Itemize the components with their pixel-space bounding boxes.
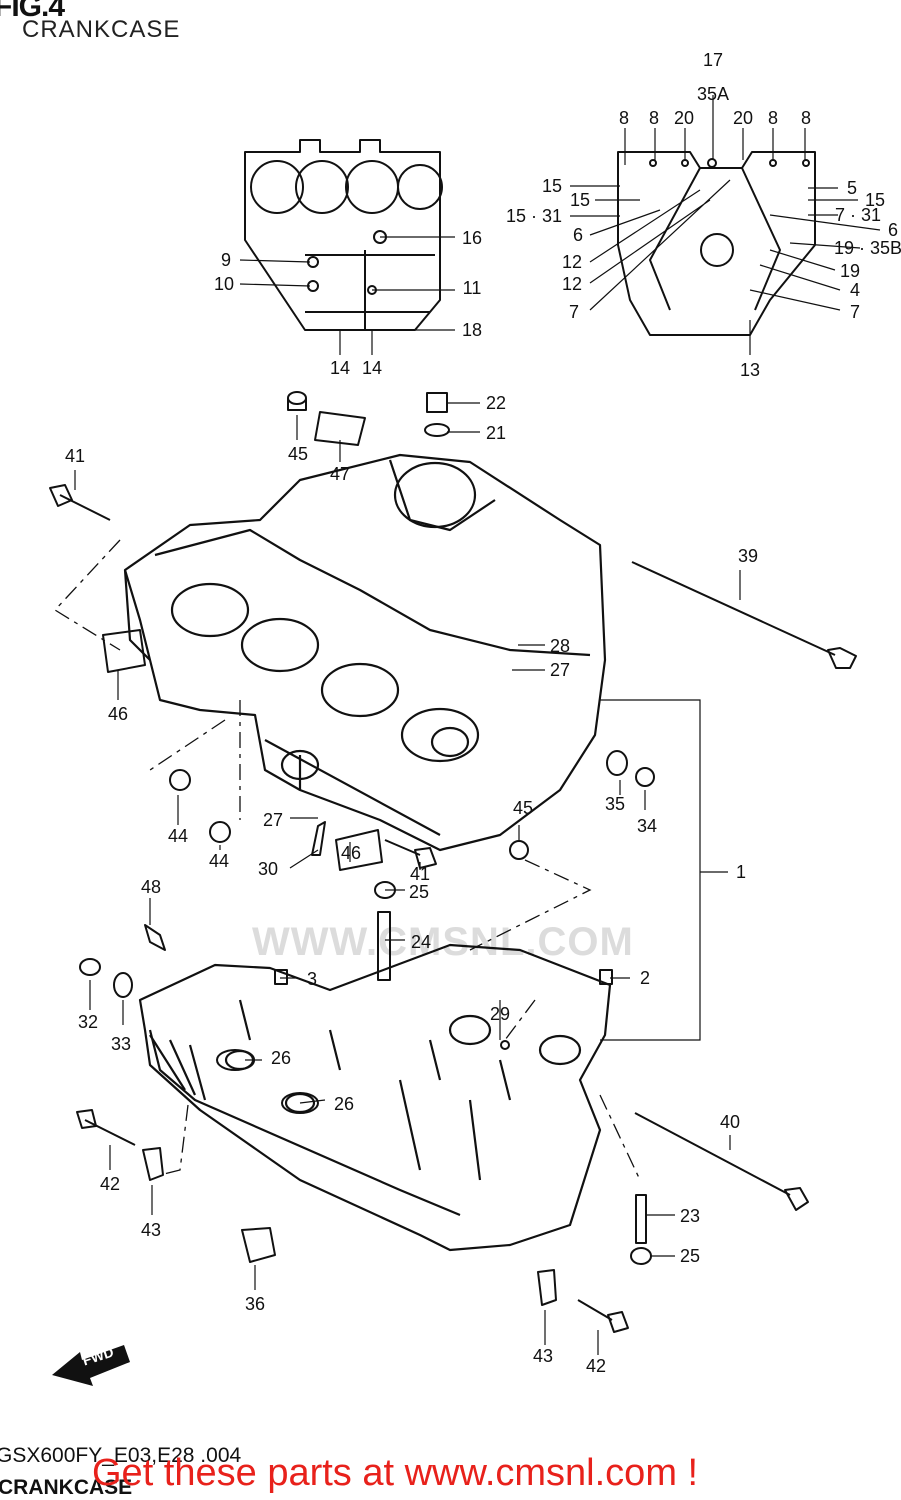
callout-34: 34	[637, 816, 657, 836]
callout-14a: 14	[330, 358, 350, 378]
callout-19b: 19	[840, 261, 860, 281]
callout-16: 16	[462, 228, 482, 248]
callout-30: 30	[258, 859, 278, 879]
callout-43b: 43	[533, 1346, 553, 1366]
bolt-41-top	[49, 484, 111, 521]
callout-20a: 20	[674, 108, 694, 128]
callout-8c: 8	[768, 108, 778, 128]
callout-26a: 26	[271, 1048, 291, 1068]
callout-8a: 8	[619, 108, 629, 128]
callout-24: 24	[411, 932, 431, 952]
callout-47: 47	[330, 464, 350, 484]
callout-44a: 44	[168, 826, 188, 846]
callout-15b: 15	[570, 190, 590, 210]
leader-lines	[74, 95, 881, 1355]
bolt-40	[634, 1112, 809, 1211]
callout-45a: 45	[288, 444, 308, 464]
callout-20b: 20	[733, 108, 753, 128]
callout-23: 23	[680, 1206, 700, 1226]
callout-8b: 8	[649, 108, 659, 128]
dowel-pins	[274, 969, 613, 985]
model-code: GSX600FY_E03,E28 .004	[0, 1444, 242, 1467]
small-parts	[79, 391, 655, 1306]
figure-subtitle: CRANKCASE	[22, 16, 181, 43]
callout-15d: 15	[865, 190, 885, 210]
lower-crankcase	[138, 943, 612, 1252]
callout-44b: 44	[209, 851, 229, 871]
callout-7b: 7 · 31	[835, 205, 881, 225]
callout-19a: 19 · 35B	[834, 238, 901, 258]
callout-1: 1	[736, 862, 746, 882]
callout-27b: 27	[263, 810, 283, 830]
callout-4: 4	[850, 280, 860, 300]
callout-2: 2	[640, 968, 650, 988]
callout-5: 5	[847, 178, 857, 198]
callout-13: 13	[740, 360, 760, 380]
callout-48: 48	[141, 877, 161, 897]
bolt-39	[631, 561, 857, 669]
callout-36: 36	[245, 1294, 265, 1314]
callout-33: 33	[111, 1034, 131, 1054]
callout-21: 21	[486, 423, 506, 443]
stud-24	[377, 911, 391, 981]
promo-link[interactable]: Get these parts at www.cmsnl.com !	[92, 1452, 699, 1494]
callout-14b: 14	[362, 358, 382, 378]
callout-28: 28	[550, 636, 570, 656]
callout-46b: 46	[341, 843, 361, 863]
callout-45b: 45	[513, 798, 533, 818]
callout-25b: 25	[680, 1246, 700, 1266]
callout-8d: 8	[801, 108, 811, 128]
callout-9: 9	[221, 250, 231, 270]
callout-25a: 25	[409, 882, 429, 902]
upper-crankcase	[123, 453, 607, 852]
callout-40: 40	[720, 1112, 740, 1132]
callout-12a: 12	[562, 252, 582, 272]
callout-41b: 41	[410, 864, 430, 884]
callout-6b: 6	[888, 220, 898, 240]
figure-title: FIG.4	[0, 0, 65, 23]
callout-46a: 46	[108, 704, 128, 724]
callout-32: 32	[78, 1012, 98, 1032]
callout-35: 35	[605, 794, 625, 814]
callout-26b: 26	[334, 1094, 354, 1114]
callout-3: 3	[307, 969, 317, 989]
callout-39: 39	[738, 546, 758, 566]
watermark-text: WWW.CMSNL.COM	[252, 920, 634, 964]
callout-41a: 41	[65, 446, 85, 466]
callout-42b: 42	[586, 1356, 606, 1376]
callout-35A: 35A	[697, 84, 729, 104]
callout-22: 22	[486, 393, 506, 413]
stud-23	[635, 1194, 647, 1244]
callout-12b: 12	[562, 274, 582, 294]
callout-7a: 7	[569, 302, 579, 322]
callout-11: 11	[463, 278, 482, 298]
callout-29: 29	[490, 1004, 510, 1024]
callout-7c: 7	[850, 302, 860, 322]
callout-42a: 42	[100, 1174, 120, 1194]
callout-17: 17	[703, 50, 723, 70]
callout-15c: 15 · 31	[506, 206, 562, 226]
callout-27a: 27	[550, 660, 570, 680]
callout-43a: 43	[141, 1220, 161, 1240]
callout-10: 10	[214, 274, 234, 294]
bolt-41-mid	[384, 839, 437, 869]
alignment-lines	[53, 539, 641, 1181]
bolt-42-left	[76, 1109, 136, 1146]
bolt-42-right	[577, 1299, 629, 1333]
callout-15a: 15	[542, 176, 562, 196]
upper-case-inset	[244, 139, 443, 331]
fwd-arrow	[52, 1345, 130, 1386]
callout-6a: 6	[573, 225, 583, 245]
callout-18: 18	[462, 320, 482, 340]
footer-name: CRANKCASE	[0, 1476, 133, 1499]
